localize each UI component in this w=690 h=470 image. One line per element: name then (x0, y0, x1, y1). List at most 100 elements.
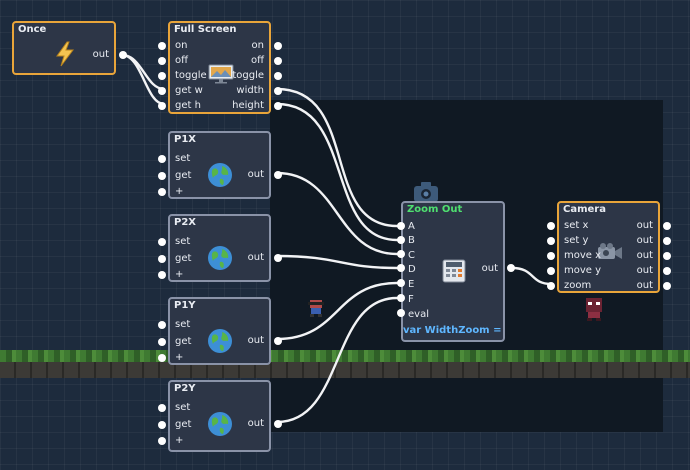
port-set-in[interactable]: set (158, 153, 190, 165)
port-move-y-in[interactable]: move y (547, 265, 601, 277)
zoom-pin-out[interactable] (507, 264, 515, 272)
port-get-in[interactable]: get (158, 253, 191, 265)
camera-object[interactable] (413, 181, 439, 207)
output-port[interactable]: out (248, 418, 282, 430)
output-port[interactable]: out (248, 335, 282, 347)
port-pin[interactable] (158, 321, 166, 329)
zoom-pin-c[interactable] (397, 250, 405, 258)
port-get-in[interactable]: get (158, 419, 191, 431)
port-pin[interactable] (158, 271, 166, 279)
port-pin[interactable] (158, 338, 166, 346)
port-plus-in[interactable]: + (158, 186, 183, 198)
port-b-in[interactable]: B (403, 235, 415, 247)
p2y-node[interactable]: P2Y set get + out (158, 380, 282, 452)
port-plus-in[interactable]: + (158, 435, 183, 447)
port-off-out[interactable]: off (251, 55, 282, 67)
port-pin[interactable] (158, 102, 166, 110)
output-port[interactable]: out (482, 263, 503, 275)
zoom-pin-eval[interactable] (397, 309, 405, 317)
port-pin[interactable] (119, 51, 127, 59)
port-f-in[interactable]: F (403, 294, 414, 306)
port-out-2[interactable]: out (637, 235, 671, 247)
port-out-5[interactable]: out (637, 280, 671, 292)
port-get-in[interactable]: get (158, 170, 191, 182)
port-set-x-in[interactable]: set x (547, 220, 588, 232)
port-off-in[interactable]: off (158, 55, 188, 67)
port-d-in[interactable]: D (403, 264, 416, 276)
port-e-in[interactable]: E (403, 279, 414, 291)
port-move-x-in[interactable]: move x (547, 250, 601, 262)
port-pin[interactable] (274, 72, 282, 80)
port-pin[interactable] (274, 254, 282, 262)
port-pin[interactable] (158, 188, 166, 196)
port-pin[interactable] (158, 42, 166, 50)
port-get-h-in[interactable]: get h (158, 100, 201, 112)
port-pin[interactable] (158, 255, 166, 263)
p1y-node[interactable]: P1Y set get + out (158, 297, 282, 365)
port-pin[interactable] (547, 252, 555, 260)
port-get-in[interactable]: get (158, 336, 191, 348)
port-pin[interactable] (158, 354, 166, 362)
port-on-out[interactable]: on (252, 40, 282, 52)
port-pin[interactable] (274, 420, 282, 428)
port-pin[interactable] (274, 87, 282, 95)
port-pin[interactable] (158, 172, 166, 180)
port-pin[interactable] (158, 404, 166, 412)
port-pin[interactable] (274, 57, 282, 65)
output-port[interactable]: out (248, 169, 282, 181)
port-pin[interactable] (158, 421, 166, 429)
output-port[interactable]: out (248, 252, 282, 264)
port-pin[interactable] (158, 87, 166, 95)
port-pin[interactable] (274, 337, 282, 345)
port-width-out[interactable]: width (236, 85, 282, 97)
full-screen-node[interactable]: Full Screen on off toggle get w get h on… (158, 21, 282, 114)
port-pin[interactable] (158, 57, 166, 65)
port-pin[interactable] (547, 267, 555, 275)
port-c-in[interactable]: C (403, 250, 415, 262)
zoom-pin-f[interactable] (397, 294, 405, 302)
port-eval-in[interactable]: eval (403, 309, 429, 321)
port-pin[interactable] (547, 222, 555, 230)
port-pin[interactable] (158, 155, 166, 163)
port-out-4[interactable]: out (637, 265, 671, 277)
port-pin[interactable] (274, 102, 282, 110)
port-plus-in[interactable]: + (158, 269, 183, 281)
port-toggle-in[interactable]: toggle (158, 70, 207, 82)
port-set-y-in[interactable]: set y (547, 235, 588, 247)
port-pin[interactable] (663, 252, 671, 260)
port-pin[interactable] (663, 237, 671, 245)
p2x-node[interactable]: P2X set get + out (158, 214, 282, 282)
player-two-sprite[interactable] (583, 296, 605, 326)
port-a-in[interactable]: A (403, 221, 415, 233)
expression-preview[interactable]: var WidthZoom = A/( (403, 325, 503, 336)
port-pin[interactable] (158, 238, 166, 246)
port-plus-in[interactable]: + (158, 352, 183, 364)
port-out-1[interactable]: out (637, 220, 671, 232)
port-set-in[interactable]: set (158, 402, 190, 414)
port-pin[interactable] (547, 237, 555, 245)
port-pin[interactable] (274, 42, 282, 50)
port-pin[interactable] (663, 222, 671, 230)
output-port[interactable]: out (93, 49, 127, 61)
camera-node[interactable]: Camera set x set y move x move y zoom ou… (547, 201, 671, 293)
port-zoom-in[interactable]: zoom (547, 280, 591, 292)
port-on-in[interactable]: on (158, 40, 187, 52)
zoom-pin-d[interactable] (397, 264, 405, 272)
port-set-in[interactable]: set (158, 236, 190, 248)
zoom-pin-e[interactable] (397, 279, 405, 287)
port-pin[interactable] (663, 282, 671, 290)
port-set-in[interactable]: set (158, 319, 190, 331)
port-out-3[interactable]: out (637, 250, 671, 262)
port-pin[interactable] (158, 72, 166, 80)
port-pin[interactable] (663, 267, 671, 275)
port-get-w-in[interactable]: get w (158, 85, 203, 97)
zoom-out-node[interactable]: Zoom Out A B C D E F eval out var WidthZ… (401, 201, 505, 342)
p1x-node[interactable]: P1X set get + out (158, 131, 282, 199)
player-one-sprite[interactable] (306, 298, 326, 322)
port-pin[interactable] (547, 282, 555, 290)
port-pin[interactable] (158, 437, 166, 445)
port-toggle-out[interactable]: toggle (232, 70, 282, 82)
once-node[interactable]: Once out (12, 21, 127, 75)
port-pin[interactable] (274, 171, 282, 179)
